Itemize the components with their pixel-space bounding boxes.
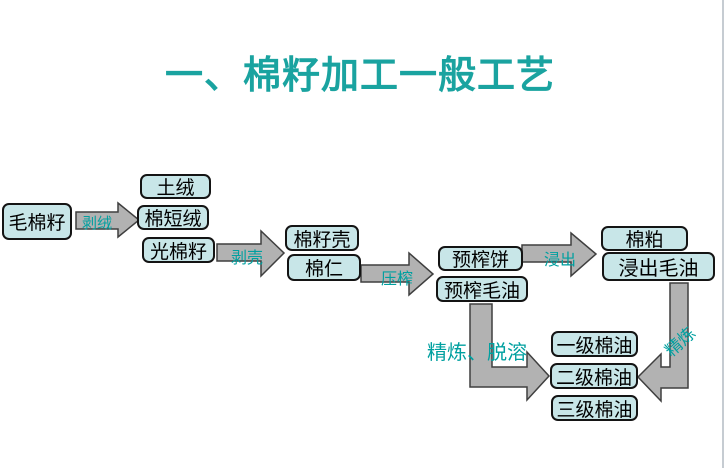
node-grade3-cotton-oil: 三级棉油	[551, 395, 638, 421]
process-label-extraction: 浸出	[544, 252, 577, 269]
page-title: 一、棉籽加工一般工艺	[164, 55, 555, 97]
node-cottonseed-kernel: 棉仁	[287, 254, 361, 281]
node-dirt-lint: 土绒	[140, 174, 211, 199]
node-raw-cottonseed: 毛棉籽	[2, 203, 72, 240]
node-extracted-crude-oil: 浸出毛油	[602, 252, 715, 281]
process-label-refining-desolventizing: 精炼、脱溶	[427, 342, 527, 364]
process-label-pressing: 压榨	[381, 271, 414, 288]
node-cotton-linter: 棉短绒	[137, 205, 209, 230]
process-label-dehulling: 剥壳	[231, 250, 264, 267]
node-bare-cottonseed: 光棉籽	[142, 237, 215, 263]
process-label-delinting: 剥绒	[82, 216, 113, 232]
node-cotton-meal: 棉粕	[601, 226, 688, 251]
delinting-arrow-icon	[75, 201, 141, 239]
refining-elbow-arrow-icon	[636, 282, 689, 403]
node-prepressed-crude-oil: 预榨毛油	[436, 276, 528, 302]
node-prepressed-cake: 预榨饼	[438, 246, 523, 271]
node-grade1-cotton-oil: 一级棉油	[551, 331, 638, 357]
extraction-arrow-icon	[521, 231, 598, 278]
node-cottonseed-hull: 棉籽壳	[285, 225, 359, 251]
dehulling-arrow-icon	[216, 229, 286, 278]
refining-desolventizing-elbow-arrow-icon	[469, 303, 551, 402]
node-grade2-cotton-oil: 二级棉油	[550, 363, 638, 389]
pressing-arrow-icon	[360, 251, 435, 297]
